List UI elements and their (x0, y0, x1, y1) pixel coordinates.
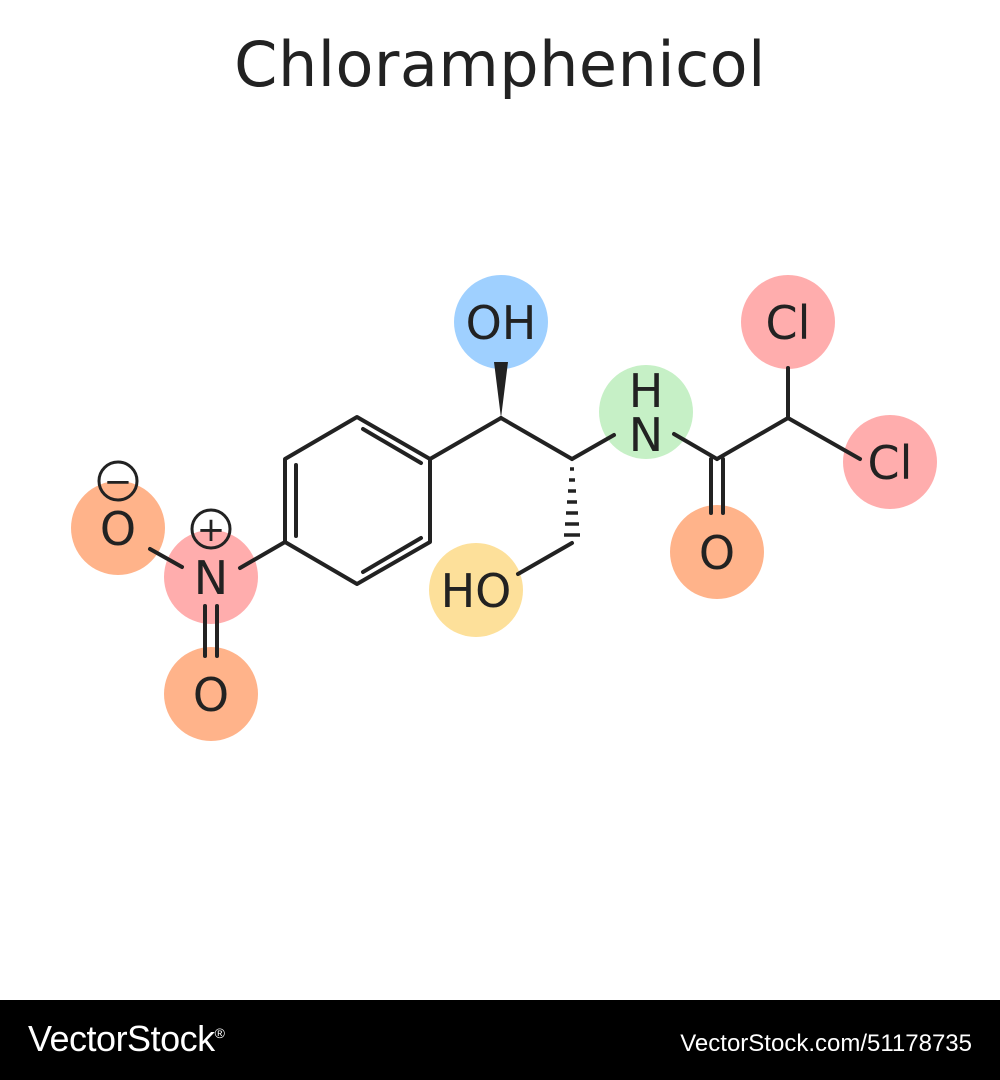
hashed-bond (564, 467, 580, 537)
stock-id-text: VectorStock.com/51178735 (680, 1030, 972, 1057)
amide-highlight (599, 365, 693, 459)
atom-label-chlorine-2: Cl (868, 436, 913, 490)
plus-charge-sign: + (197, 510, 226, 550)
atom-label-amide-n: N (629, 408, 663, 462)
watermark-footer: VectorStock® VectorStock.com/51178735 (0, 1000, 1000, 1080)
nitro-o-double-highlight (164, 647, 258, 741)
plus-charge-ring (190, 508, 232, 550)
wedge-bond (494, 362, 508, 418)
bond-lines (148, 366, 862, 658)
brand-logo: VectorStock® (28, 1018, 225, 1060)
nitro-o-minus-highlight (71, 481, 165, 575)
minus-charge-ring (97, 460, 139, 502)
atom-label-carbonyl-o: O (699, 526, 735, 580)
molecule-diagram: OH H N Cl Cl O HO N O O − + (71, 275, 937, 741)
minus-charge-sign: − (104, 462, 133, 502)
atom-label-nitro-o-minus: O (100, 502, 136, 556)
hydroxyl-top-highlight (454, 275, 548, 369)
nitro-n-highlight (164, 530, 258, 624)
chlorine-2-highlight (843, 415, 937, 509)
atom-label-nitro-n: N (194, 551, 228, 605)
atom-label-nitro-o-double: O (193, 668, 229, 722)
carbonyl-o-highlight (670, 505, 764, 599)
benzene-ring (283, 415, 432, 586)
atom-label-amide-h: H (629, 364, 664, 418)
atom-label-hydroxyl-bottom: HO (441, 564, 512, 618)
brand-name: VectorStock (28, 1018, 215, 1059)
atom-label-hydroxyl-top: OH (466, 296, 537, 350)
chlorine-1-highlight (741, 275, 835, 369)
atom-label-chlorine-1: Cl (766, 296, 811, 350)
hydroxyl-bottom-highlight (429, 543, 523, 637)
diagram-title: Chloramphenicol (234, 28, 766, 101)
registered-mark: ® (214, 1025, 225, 1041)
